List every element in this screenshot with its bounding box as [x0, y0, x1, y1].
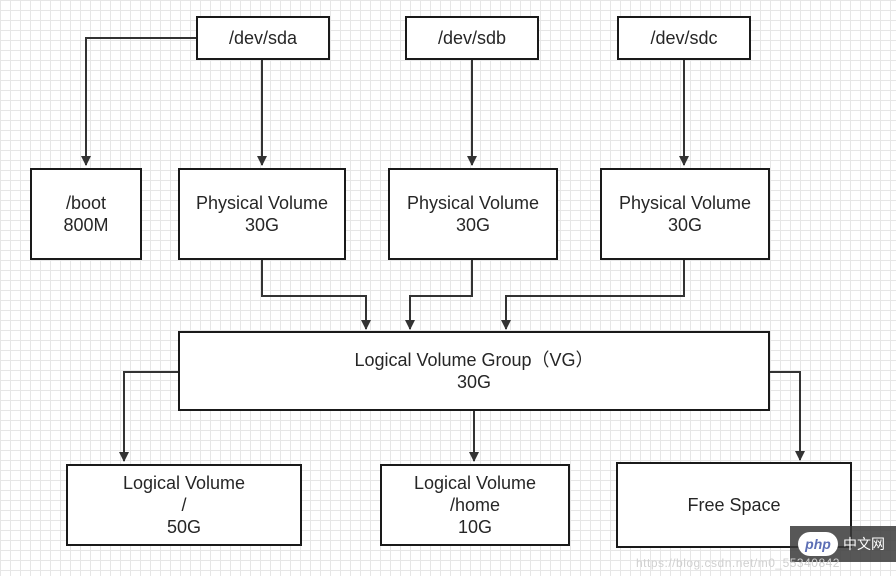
watermark-php-logo: php — [798, 532, 838, 556]
boot-partition: /boot 800M — [30, 168, 142, 260]
pv-name: Physical Volume — [195, 193, 329, 213]
disk-sdb: /dev/sdb — [405, 16, 539, 60]
arrow-sda-to-boot — [81, 37, 196, 166]
watermark-url: https://blog.csdn.net/m0_55340842 — [636, 556, 840, 570]
boot-size: 800M — [63, 215, 109, 235]
physical-volume-2: Physical Volume 30G — [388, 168, 558, 260]
boot-name: /boot — [65, 193, 107, 213]
pv-size: 30G — [244, 215, 280, 235]
disk-sdc-label: /dev/sdc — [650, 28, 718, 48]
arrow-vg-to-lv-root — [119, 371, 180, 462]
disk-sda-label: /dev/sda — [228, 28, 298, 48]
free-space-label: Free Space — [687, 495, 781, 515]
vg-size: 30G — [456, 372, 492, 392]
disk-sda: /dev/sda — [196, 16, 330, 60]
pv-name: Physical Volume — [618, 193, 752, 213]
volume-group: Logical Volume Group（VG） 30G — [178, 331, 770, 411]
lv-mount: /home — [449, 495, 501, 515]
physical-volume-1: Physical Volume 30G — [178, 168, 346, 260]
logical-volume-root: Logical Volume / 50G — [66, 464, 302, 546]
disk-sdc: /dev/sdc — [617, 16, 751, 60]
lv-name: Logical Volume — [122, 473, 246, 493]
lv-mount: / — [181, 495, 187, 515]
arrow-pv3-to-vg — [501, 258, 685, 330]
arrow-vg-to-free — [768, 371, 805, 461]
vg-name: Logical Volume Group（VG） — [354, 350, 594, 370]
lv-name: Logical Volume — [413, 473, 537, 493]
pv-name: Physical Volume — [406, 193, 540, 213]
arrow-pv1-to-vg — [261, 258, 371, 330]
pv-size: 30G — [667, 215, 703, 235]
disk-sdb-label: /dev/sdb — [437, 28, 507, 48]
logical-volume-home: Logical Volume /home 10G — [380, 464, 570, 546]
lv-size: 50G — [166, 517, 202, 537]
lv-size: 10G — [457, 517, 493, 537]
arrow-pv2-to-vg — [405, 258, 473, 330]
watermark-site-name: 中文网 — [843, 536, 885, 552]
pv-size: 30G — [455, 215, 491, 235]
physical-volume-3: Physical Volume 30G — [600, 168, 770, 260]
